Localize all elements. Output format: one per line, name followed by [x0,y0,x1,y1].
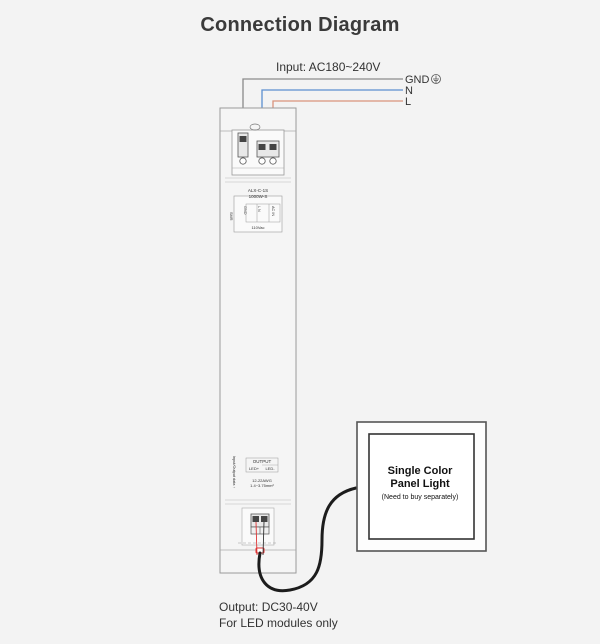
output-line2: For LED modules only [219,616,338,630]
gnd-label: GND [405,74,430,86]
n-label: N [405,85,413,97]
volt-small: 110Vac [252,225,265,230]
model-text: ALX-C-1S [248,188,268,193]
side-text-2: Input/Output data ↑ [232,456,236,488]
panel-light-label: Single Color Panel Light (Need to buy se… [370,465,470,503]
ln-small-label: L N [257,206,261,212]
output-cable [257,486,358,593]
power-supply-unit [219,107,297,574]
output-spec: Output: DC30-40V For LED modules only [219,599,338,631]
panel-title-line1: Single Color [387,465,453,477]
panel-note: (Need to buy separately) [381,494,459,501]
gnd-small-label: GND [243,206,247,215]
ac-in-small-label: AC IN [271,206,275,216]
awg-text: 12-22AWG [252,478,272,483]
output-wire-positive [255,521,258,556]
ground-icon [431,74,441,84]
awg-text-2: 1.4~3.75mm² [250,483,274,488]
led-plus-label: LED+ [249,466,260,471]
panel-title-line2: Panel Light [390,478,450,490]
diagram-title: Connection Diagram [200,14,400,36]
output-wire-negative [262,521,265,556]
panel-light [356,421,487,552]
model-text-2: 1000W-S [249,194,268,199]
led-minus-label: LED- [265,466,275,471]
l-label: L [405,96,411,108]
input-label: Input: AC180~240V [276,60,380,74]
output-box-label: OUTPUT [253,459,272,464]
side-text: SMR [229,212,233,221]
input-terminal-block [237,123,280,165]
output-line1: Output: DC30-40V [219,600,318,614]
